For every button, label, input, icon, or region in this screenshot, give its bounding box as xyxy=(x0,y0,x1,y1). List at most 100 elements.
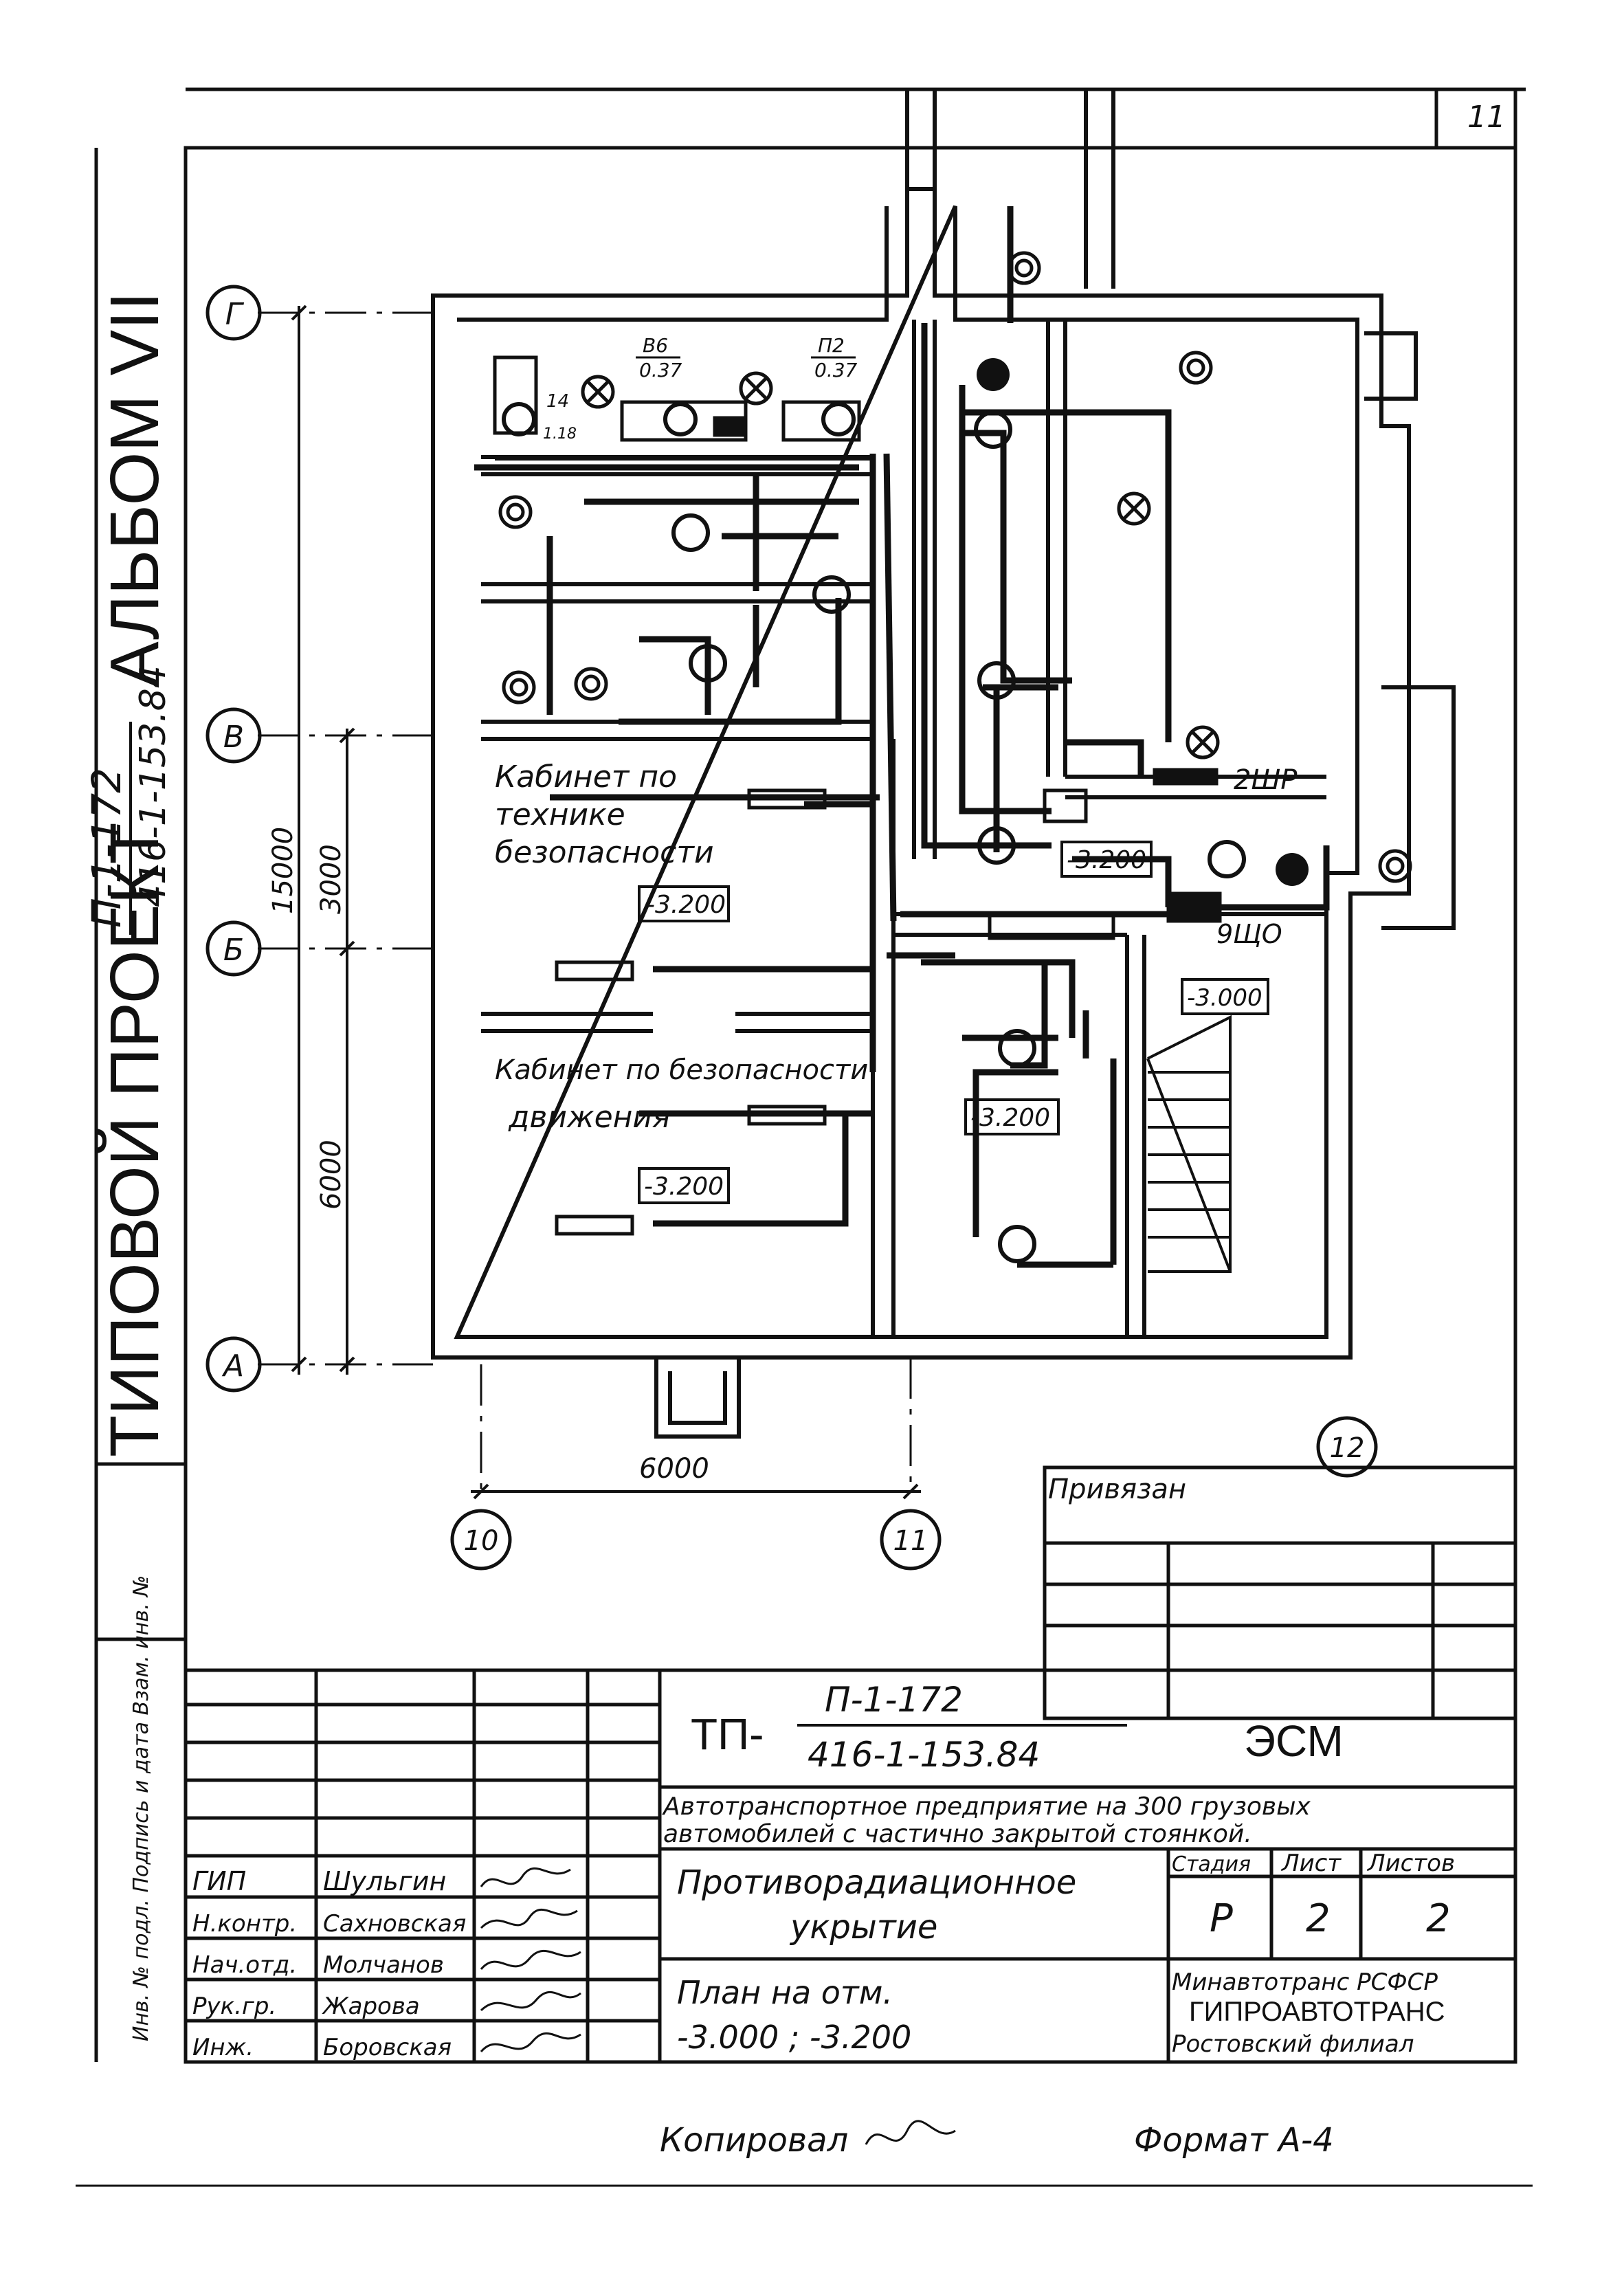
staff-role: Рук.гр. xyxy=(192,1993,276,2020)
equipment-unit xyxy=(493,355,538,435)
axis-bubble-10: 10 xyxy=(450,1509,512,1571)
dim-total: 15000 xyxy=(267,827,299,914)
svg-text:В: В xyxy=(223,720,244,755)
svg-text:9ЩО: 9ЩО xyxy=(1216,919,1282,949)
equipment xyxy=(493,355,1222,1236)
side-album: АЛЬБОМ VII xyxy=(96,291,173,687)
staff-role: Н.контр. xyxy=(192,1910,297,1938)
socket-symbol xyxy=(1007,251,1041,285)
axis-bubble-g: Г xyxy=(205,285,262,341)
sheets-value: 2 xyxy=(1426,1896,1451,1941)
lamp-circle xyxy=(998,1225,1036,1263)
staff-role: Инж. xyxy=(192,2034,254,2061)
privyazan-table xyxy=(1043,1465,1517,1720)
lamp-circle xyxy=(663,402,698,436)
lamp-circle xyxy=(821,402,856,436)
lamp-circle xyxy=(812,575,851,614)
room-label-safety-tech: Кабинет по технике безопасности xyxy=(495,759,714,870)
socket-symbol xyxy=(502,670,536,705)
axis-bubble-a: А xyxy=(205,1336,262,1393)
fan-symbol xyxy=(1186,725,1220,759)
equipment-unit xyxy=(620,400,748,442)
socket-symbol xyxy=(1179,351,1213,385)
svg-text:10: 10 xyxy=(464,1525,499,1557)
staff-name: Сахновская xyxy=(323,1910,466,1938)
svg-text:движения: движения xyxy=(508,1100,671,1135)
axis-bubble-b: Б xyxy=(205,920,262,977)
svg-text:14: 14 xyxy=(546,391,569,412)
copier-signature xyxy=(865,2120,956,2145)
dim-bottom: 6000 xyxy=(639,1453,709,1485)
privyazan-label: Привязан xyxy=(1048,1474,1186,1505)
left-column-label: Инв. № подл. Подпись и дата Взам. инв. № xyxy=(129,1575,153,2041)
axis-bubble-v: В xyxy=(205,707,262,764)
equipment-unit xyxy=(781,400,861,442)
svg-text:ТП-: ТП- xyxy=(691,1709,764,1759)
staff-role: Нач.отд. xyxy=(192,1951,297,1979)
svg-text:0.37: 0.37 xyxy=(814,359,858,381)
lamp-circle xyxy=(1208,840,1246,878)
svg-text:416-1-153.84: 416-1-153.84 xyxy=(808,1735,1040,1775)
panel-9shcho xyxy=(1166,891,1222,923)
equipment-unit xyxy=(1043,788,1088,823)
title-block-grid xyxy=(183,1668,1517,2064)
staff-role: ГИП xyxy=(192,1866,246,1896)
equipment-unit xyxy=(713,416,744,437)
level-mark: -3.000 xyxy=(1187,984,1263,1012)
lamp-circle xyxy=(671,513,710,552)
org-line3: Ростовский филиал xyxy=(1172,2030,1414,2058)
svg-text:П-1-172: П-1-172 xyxy=(825,1680,963,1720)
staff-name: Шульгин xyxy=(323,1866,446,1896)
crossed-circle-symbols xyxy=(581,371,1220,759)
filled-lamp xyxy=(1276,853,1309,886)
light-fitting xyxy=(555,960,634,982)
svg-text:Кабинет по безопасности: Кабинет по безопасности xyxy=(495,1054,868,1086)
org-line1: Минавтотранс РСФСР xyxy=(1172,1969,1438,1996)
svg-text:2ШР: 2ШР xyxy=(1234,764,1298,796)
fan-symbol xyxy=(581,375,615,409)
fan-symbol xyxy=(1117,491,1151,526)
panel-2shr xyxy=(1153,768,1219,786)
lamp-circle xyxy=(502,402,536,436)
object-line2: укрытие xyxy=(789,1908,937,1947)
svg-text:Кабинет по: Кабинет по xyxy=(495,759,677,795)
svg-text:П2: П2 xyxy=(818,334,845,357)
svg-text:Б: Б xyxy=(223,933,244,968)
svg-text:технике: технике xyxy=(495,797,625,832)
project-line2: автомобилей с частично закрытой стоянкой… xyxy=(663,1820,1252,1848)
staff-name: Жарова xyxy=(322,1993,420,2020)
lamp-circle xyxy=(977,661,1016,700)
sheet-number: 11 xyxy=(1467,100,1506,135)
room-label-safety-traffic: Кабинет по безопасности движения xyxy=(495,1054,868,1135)
title-block-code: ТП- П-1-172 416-1-153.84 ЭСМ xyxy=(691,1680,1344,1775)
staff-name: Молчанов xyxy=(323,1951,444,1979)
svg-text:В6: В6 xyxy=(643,334,668,357)
side-code-top: П-1-172 xyxy=(83,768,130,928)
footer-format: Формат А-4 xyxy=(1134,2121,1334,2160)
equipment-unit xyxy=(988,912,1115,940)
dimension-lines xyxy=(291,304,921,1500)
object-line1: Противорадиационное xyxy=(677,1863,1076,1902)
staircase xyxy=(1146,1014,1232,1273)
sheet-title-line1: План на отм. xyxy=(677,1974,893,2011)
double-circle-symbols xyxy=(498,251,1412,883)
staff-name: Боровская xyxy=(323,2034,452,2061)
level-mark: -3.200 xyxy=(644,1173,724,1201)
footer-copied: Копировал xyxy=(660,2121,848,2160)
side-code-bottom: 416-1-153.84 xyxy=(133,665,174,907)
fan-symbol xyxy=(739,371,773,406)
sheet-value: 2 xyxy=(1306,1896,1331,1941)
filled-lamp xyxy=(977,358,1010,391)
sheet-label: Лист xyxy=(1280,1850,1342,1877)
level-marks: -3.200 -3.200 -3.200 -3.200 -3.000 xyxy=(638,841,1269,1204)
dim-3000: 3000 xyxy=(315,844,347,914)
equipment-labels: В6 0.37 П2 0.37 14 1.18 2ШР 9ЩО xyxy=(543,334,1298,949)
light-fitting xyxy=(555,1215,634,1236)
sheet-title-line2: -3.000 ; -3.200 xyxy=(677,2019,911,2056)
side-title: ТИПОВОЙ ПРОЕКТ П-1-172 416-1-153.84 АЛЬБ… xyxy=(83,291,174,2041)
lamp-circle xyxy=(689,644,727,683)
svg-text:1.18: 1.18 xyxy=(543,425,577,443)
axis-bubble-11: 11 xyxy=(880,1509,942,1571)
level-mark: -3.200 xyxy=(1067,846,1146,874)
